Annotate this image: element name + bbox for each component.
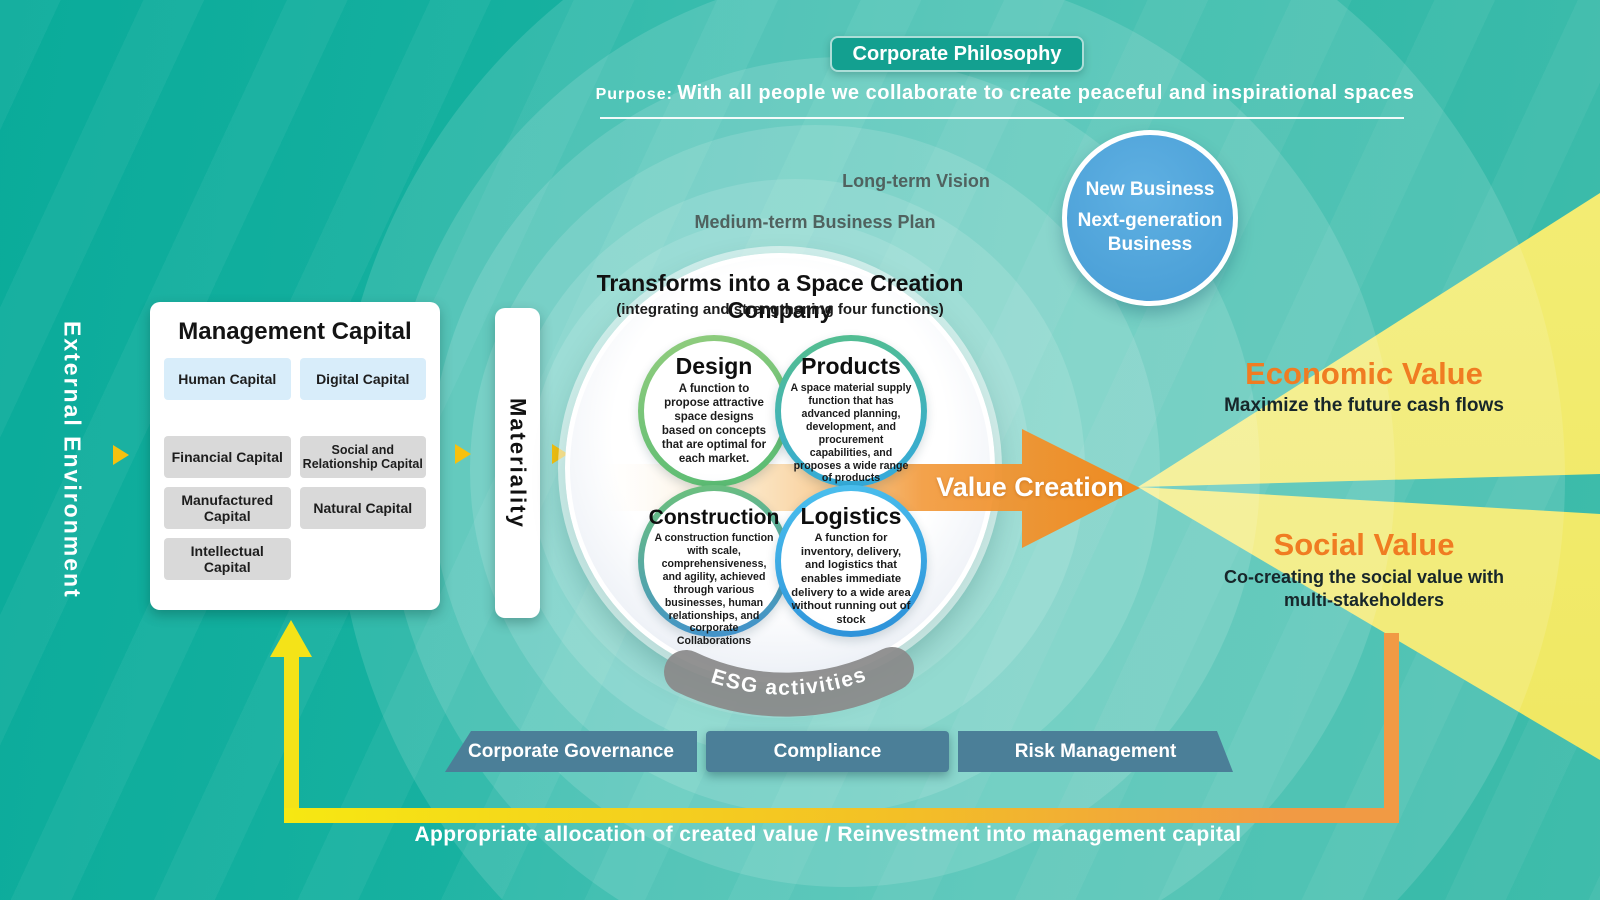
capital-chip-manufactured: Manufactured Capital (164, 487, 291, 529)
materiality-label: Materiality (505, 397, 531, 529)
value-creation-label: Value Creation (936, 472, 1124, 502)
economic-value-title: Economic Value (1245, 356, 1483, 391)
external-environment-label: External Environment (59, 321, 86, 599)
flow-arrow-icon (113, 445, 129, 465)
capital-chip-digital: Digital Capital (299, 358, 426, 400)
new-business-circle: New Business Next-generation Business (1062, 130, 1238, 306)
logistics-desc: A function for inventory, delivery, and … (791, 532, 911, 626)
purpose-underline (600, 117, 1404, 119)
chip-spacer (164, 409, 426, 427)
new-business-label: New Business (1085, 179, 1215, 201)
capital-chip-natural: Natural Capital (299, 487, 426, 529)
flow-arrow-icon (455, 444, 471, 464)
construction-circle: Construction A construction function wit… (638, 485, 790, 647)
social-value-subtitle: Co-creating the social value with multi-… (1223, 567, 1505, 610)
capital-chip-social-relationship: Social and Relationship Capital (299, 436, 426, 478)
purpose-statement: Purpose: With all people we collaborate … (575, 82, 1435, 105)
purpose-label: Purpose: (595, 86, 673, 103)
capital-chip-financial: Financial Capital (164, 436, 291, 478)
social-value-title: Social Value (1273, 527, 1455, 562)
capital-chip-intellectual: Intellectual Capital (164, 538, 291, 580)
construction-title: Construction (648, 506, 780, 529)
reinvestment-right-bar (1384, 633, 1399, 823)
products-title: Products (801, 353, 901, 379)
medium-term-plan-label: Medium-term Business Plan (694, 212, 936, 232)
reinvestment-left-bar (284, 655, 299, 815)
logistics-title: Logistics (800, 503, 902, 529)
management-capital-title: Management Capital (178, 318, 412, 345)
transformation-title: Transforms into a Space Creation Company (596, 270, 964, 323)
reinvestment-arrowhead-icon (270, 620, 312, 657)
design-title: Design (675, 353, 753, 379)
capital-chip-grid: Human Capital Digital Capital Financial … (164, 358, 426, 580)
reinvestment-bottom-bar (284, 808, 1398, 823)
transformation-subtitle: (integrating and strengthening four func… (616, 301, 944, 318)
purpose-text: With all people we collaborate to create… (677, 82, 1415, 104)
reinvestment-note: Appropriate allocation of created value … (414, 823, 1242, 846)
long-term-vision-label: Long-term Vision (842, 171, 990, 191)
logistics-circle: Logistics A function for inventory, deli… (775, 485, 927, 637)
corporate-philosophy-badge: Corporate Philosophy (830, 36, 1084, 72)
construction-desc: A construction function with scale, comp… (654, 532, 774, 648)
capital-chip-human: Human Capital (164, 358, 291, 400)
next-generation-business-label: Next-generation Business (1077, 210, 1223, 255)
design-desc: A function to propose attractive space d… (661, 383, 767, 466)
corporate-governance-button: Corporate Governance (445, 731, 697, 772)
compliance-button: Compliance (706, 731, 949, 772)
risk-management-button: Risk Management (958, 731, 1233, 772)
design-circle: Design A function to propose attractive … (638, 335, 790, 487)
materiality-bar: Materiality (495, 308, 540, 618)
products-desc: A space material supply function that ha… (790, 382, 912, 485)
products-circle: Products A space material supply functio… (775, 335, 927, 487)
flow-arrow-icon (552, 444, 568, 464)
economic-value-subtitle: Maximize the future cash flows (1224, 395, 1504, 416)
